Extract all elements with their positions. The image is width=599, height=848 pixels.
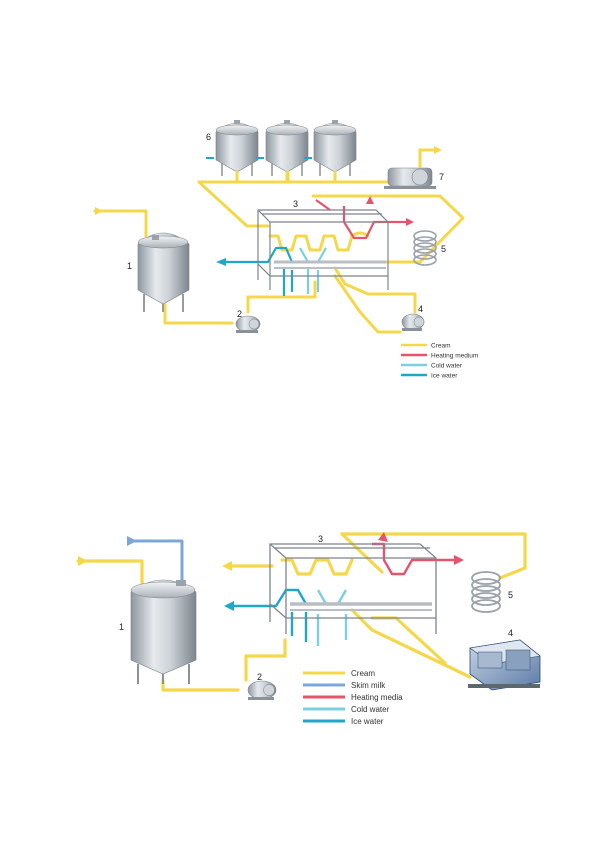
label-1: 1 — [119, 622, 124, 632]
storage-tank — [215, 120, 259, 176]
label-6: 6 — [206, 132, 211, 142]
arrow-icon — [406, 218, 414, 226]
label-4: 4 — [418, 304, 423, 314]
separator-unit — [468, 639, 541, 691]
arrow-icon — [434, 146, 442, 154]
storage-tank — [265, 120, 309, 176]
label-2: 2 — [257, 672, 262, 682]
arrow-icon — [127, 536, 137, 546]
arrow-icon — [216, 258, 226, 266]
plate-heat-exchanger — [269, 543, 437, 634]
arrow-icon — [366, 196, 374, 204]
label-7: 7 — [439, 172, 444, 182]
arrow-icon — [78, 556, 88, 566]
heating-coil — [413, 230, 437, 266]
pump — [401, 313, 425, 331]
skim-milk-piping — [127, 539, 184, 582]
label-3: 3 — [293, 199, 298, 209]
legend-label: Heating media — [351, 693, 403, 702]
arrow-icon — [222, 561, 232, 571]
process-tank — [130, 579, 197, 684]
arrow-icon — [95, 207, 103, 215]
pump-unit — [384, 148, 436, 189]
legend-label: Ice water — [431, 373, 458, 380]
legend-label: Heating medium — [431, 353, 478, 360]
legend-label: Cream — [351, 669, 375, 678]
pump — [247, 680, 277, 700]
ice-water-piping — [220, 246, 294, 296]
legend-label: Cold water — [351, 705, 390, 714]
legend-label: Ice water — [351, 717, 384, 726]
storage-tank — [313, 120, 357, 176]
label-1: 1 — [127, 261, 132, 271]
arrow-icon — [378, 532, 388, 542]
label-4: 4 — [508, 628, 513, 638]
arrow-icon — [454, 555, 464, 565]
cold-water-piping — [299, 247, 327, 294]
diagram-bottom: 1 2 3 4 5 Cream Skim milk Heating media … — [76, 532, 541, 726]
label-5: 5 — [508, 590, 513, 600]
legend: Cream Heating medium Cold water Ice wate… — [401, 343, 478, 380]
plate-heat-exchanger — [257, 209, 389, 290]
label-5: 5 — [441, 244, 446, 254]
label-2: 2 — [237, 309, 242, 319]
legend-label: Cream — [431, 343, 451, 350]
process-tank — [137, 232, 190, 312]
heating-coil — [471, 571, 501, 613]
legend-label: Skim milk — [351, 681, 386, 690]
pump — [235, 315, 261, 333]
legend-label: Cold water — [431, 363, 463, 370]
legend: Cream Skim milk Heating media Cold water… — [303, 669, 403, 726]
storage-tanks — [206, 120, 357, 176]
ice-water-piping — [232, 588, 308, 642]
arrow-icon — [224, 601, 234, 611]
diagram-top: 1 2 3 4 5 6 7 Cream Heating medium Cold … — [93, 120, 478, 380]
label-3: 3 — [318, 534, 323, 544]
